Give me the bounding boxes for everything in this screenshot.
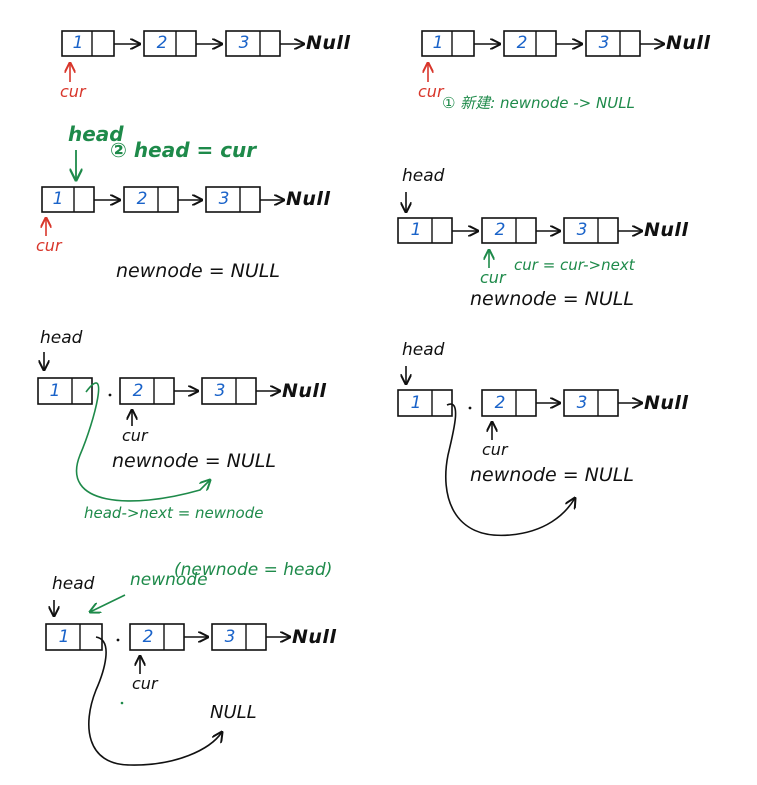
node-3-value: 3 — [598, 33, 610, 53]
head-label: head — [40, 328, 83, 348]
node-2-value: 2 — [136, 189, 148, 209]
cur-label: cur — [418, 82, 444, 101]
step1b-list — [421, 30, 664, 82]
node-3-value: 3 — [238, 33, 250, 53]
null-label: Null — [306, 32, 351, 54]
step2-list — [42, 150, 284, 236]
head-label: head — [68, 122, 124, 146]
null-label: Null — [644, 219, 689, 241]
node-2-value: 2 — [516, 33, 528, 53]
null-label: Null — [666, 32, 711, 54]
node-3-value: 3 — [576, 220, 588, 240]
node-1-value: 1 — [432, 33, 444, 53]
step6-note-assign: (newnode = head) — [174, 560, 333, 580]
step4-note: head->next = newnode — [84, 504, 264, 522]
node-1-value: 1 — [410, 220, 422, 240]
cur-label: cur — [132, 674, 158, 693]
node-3-value: 3 — [218, 189, 230, 209]
cur-label: cur — [60, 82, 86, 101]
cur-label: cur — [480, 268, 506, 287]
node-2-value: 2 — [494, 393, 506, 413]
head-label: head — [402, 340, 445, 360]
step4-list — [37, 352, 280, 502]
cur-label: cur — [482, 440, 508, 459]
step3-note: cur = cur->next — [514, 256, 635, 274]
step6-note-newnode: newnode — [130, 570, 208, 590]
node-1-value: 1 — [72, 33, 84, 53]
node-2-value: 2 — [156, 33, 168, 53]
node-3-value: 3 — [576, 393, 588, 413]
step5-list — [397, 366, 642, 537]
node-1-value: 1 — [58, 627, 70, 647]
node-2-value: 2 — [132, 381, 144, 401]
null-label: Null — [292, 626, 337, 648]
cur-label: cur — [36, 236, 62, 255]
step1-list — [61, 30, 304, 82]
null-label: Null — [282, 380, 327, 402]
newnode-null-label: newnode = NULL — [470, 288, 634, 310]
node-3-value: 3 — [214, 381, 226, 401]
head-next-curve-black — [445, 403, 575, 537]
step2-note: ② head = cur — [110, 138, 257, 162]
node-1-value: 1 — [52, 189, 64, 209]
cur-label: cur — [122, 426, 148, 445]
null-label: Null — [286, 188, 331, 210]
step3-list — [397, 192, 642, 268]
step6-list — [45, 594, 290, 766]
head-label: head — [52, 574, 95, 594]
head-label: head — [402, 166, 445, 186]
head-next-curve — [75, 382, 210, 502]
null-label: Null — [644, 392, 689, 414]
newnode-null-label: newnode = NULL — [470, 464, 634, 486]
node-1-value: 1 — [49, 381, 61, 401]
node-2-value: 2 — [494, 220, 506, 240]
null-target-label: NULL — [210, 702, 257, 723]
newnode-null-label: newnode = NULL — [112, 450, 276, 472]
head-next-curve-null — [88, 636, 222, 766]
node-2-value: 2 — [142, 627, 154, 647]
node-1-value: 1 — [410, 393, 422, 413]
node-3-value: 3 — [224, 627, 236, 647]
step1-note: ① 新建: newnode -> NULL — [442, 94, 635, 112]
newnode-null-label: newnode = NULL — [116, 260, 280, 282]
